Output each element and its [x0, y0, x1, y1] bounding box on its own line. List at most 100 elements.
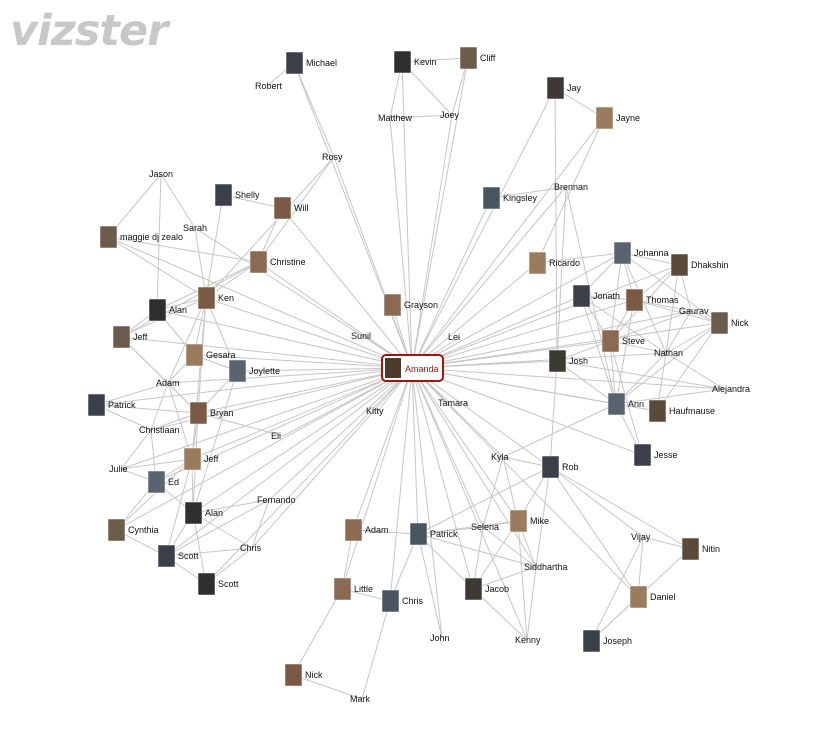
edge-sarah-ken — [194, 227, 207, 299]
node-jacob[interactable]: Jacob — [464, 577, 509, 601]
node-julie[interactable]: Julie — [109, 464, 128, 474]
node-label: Vijay — [631, 532, 651, 542]
node-jay[interactable]: Jay — [546, 76, 582, 100]
node-thomas[interactable]: Thomas — [625, 288, 679, 312]
node-rob[interactable]: Rob — [541, 455, 579, 479]
node-ann[interactable]: Ann — [607, 392, 644, 416]
node-vijay[interactable]: Vijay — [631, 532, 651, 542]
edge-jason-sarah — [160, 173, 196, 229]
edge-amanda-patrick_c — [411, 367, 419, 535]
profile-photo — [633, 443, 652, 467]
node-scott1[interactable]: Scott — [157, 544, 199, 568]
node-cynthia[interactable]: Cynthia — [107, 518, 159, 542]
node-robert[interactable]: Robert — [255, 81, 283, 91]
node-brennan[interactable]: Brennan — [554, 182, 588, 192]
node-jesse[interactable]: Jesse — [633, 443, 678, 467]
node-ken[interactable]: Ken — [197, 286, 234, 310]
node-grayson[interactable]: Grayson — [383, 293, 438, 317]
node-jeff_t[interactable]: Jeff — [112, 325, 148, 349]
node-michael[interactable]: Michael — [285, 51, 337, 75]
node-tamara[interactable]: Tamara — [438, 398, 468, 408]
node-kingsley[interactable]: Kingsley — [482, 186, 538, 210]
profile-photo — [629, 585, 648, 609]
node-daniel[interactable]: Daniel — [629, 585, 676, 609]
node-label: Nitin — [702, 544, 720, 554]
node-kenny[interactable]: Kenny — [515, 635, 541, 645]
node-nitin[interactable]: Nitin — [681, 537, 720, 561]
profile-photo — [381, 589, 400, 613]
edge-amanda-johanna — [411, 252, 623, 369]
node-jayne[interactable]: Jayne — [595, 106, 640, 130]
node-label: Steve — [622, 336, 645, 346]
node-jeff_b[interactable]: Jeff — [183, 447, 219, 471]
node-kevin[interactable]: Kevin — [393, 50, 437, 74]
node-haufmause[interactable]: Haufmause — [648, 399, 715, 423]
edge-mike-jacob — [472, 520, 519, 590]
node-rosy[interactable]: Rosy — [322, 152, 343, 162]
focus-node-amanda[interactable]: Amanda — [381, 354, 444, 382]
node-sarah[interactable]: Sarah — [183, 223, 207, 233]
node-kyla[interactable]: Kyla — [491, 452, 509, 462]
node-matthew[interactable]: Matthew — [378, 113, 413, 123]
node-label: Jeff — [133, 332, 148, 342]
node-alejandra[interactable]: Alejandra — [712, 384, 750, 394]
edge-amanda-brennan — [411, 186, 567, 369]
node-lei[interactable]: Lei — [448, 332, 460, 342]
node-joey[interactable]: Joey — [440, 110, 460, 120]
profile-photo — [197, 572, 216, 596]
profile-photo — [595, 106, 614, 130]
node-mark[interactable]: Mark — [350, 694, 370, 704]
node-chris_b[interactable]: Chris — [381, 589, 424, 613]
node-christine[interactable]: Christine — [249, 250, 306, 274]
node-shelly[interactable]: Shelly — [214, 183, 260, 207]
node-mike[interactable]: Mike — [509, 509, 549, 533]
node-adam_l[interactable]: Adam — [156, 378, 180, 388]
node-label: Ed — [168, 477, 179, 487]
node-label: Kevin — [414, 57, 437, 67]
node-little[interactable]: Little — [333, 577, 373, 601]
node-alan_b[interactable]: Alan — [184, 501, 223, 525]
node-joseph[interactable]: Joseph — [582, 629, 632, 653]
node-adam_c[interactable]: Adam — [344, 518, 389, 542]
node-christiaan[interactable]: Christiaan — [139, 425, 180, 435]
node-label: maggie dj zealo — [120, 232, 183, 242]
node-cliff[interactable]: Cliff — [459, 46, 496, 70]
node-fernando[interactable]: Fernando — [257, 495, 296, 505]
node-scott2[interactable]: Scott — [197, 572, 239, 596]
node-ed[interactable]: Ed — [147, 470, 179, 494]
node-will[interactable]: Will — [273, 196, 309, 220]
node-jonath[interactable]: Jonath — [572, 284, 620, 308]
node-label: Kingsley — [503, 193, 538, 203]
node-nick_b[interactable]: Nick — [284, 663, 323, 687]
node-patrick_c[interactable]: Patrick — [409, 522, 458, 546]
edge-amanda-scott2 — [205, 367, 413, 585]
node-siddhartha[interactable]: Siddhartha — [524, 562, 568, 572]
node-alan_t[interactable]: Alan — [148, 298, 187, 322]
node-nathan[interactable]: Nathan — [654, 348, 683, 358]
node-dhakshin[interactable]: Dhakshin — [670, 253, 729, 277]
edge-rob-patrick_c — [417, 466, 551, 535]
node-nick_r[interactable]: Nick — [710, 311, 749, 335]
node-maggie[interactable]: maggie dj zealo — [99, 225, 183, 249]
node-chris_l[interactable]: Chris — [240, 543, 262, 553]
node-selena[interactable]: Selena — [471, 522, 499, 532]
edge-amanda-siddhartha — [411, 367, 537, 568]
node-ricardo[interactable]: Ricardo — [528, 251, 580, 275]
edge-siddhartha-kenny — [526, 566, 537, 641]
node-jason[interactable]: Jason — [149, 169, 173, 179]
node-eli[interactable]: Eli — [271, 431, 281, 441]
edge-michael-rosy — [293, 62, 335, 158]
node-steve[interactable]: Steve — [601, 329, 645, 353]
node-sunil[interactable]: Sunil — [351, 331, 371, 341]
node-josh[interactable]: Josh — [548, 349, 588, 373]
node-patrick_l[interactable]: Patrick — [87, 393, 136, 417]
node-john[interactable]: John — [430, 633, 450, 643]
node-bryan[interactable]: Bryan — [189, 401, 234, 425]
node-gaurav[interactable]: Gaurav — [679, 306, 709, 316]
node-johanna[interactable]: Johanna — [613, 241, 669, 265]
node-joylette[interactable]: Joylette — [228, 359, 280, 383]
profile-photo — [546, 76, 565, 100]
node-gesara[interactable]: Gesara — [185, 343, 236, 367]
node-kitty[interactable]: Kitty — [366, 406, 384, 416]
